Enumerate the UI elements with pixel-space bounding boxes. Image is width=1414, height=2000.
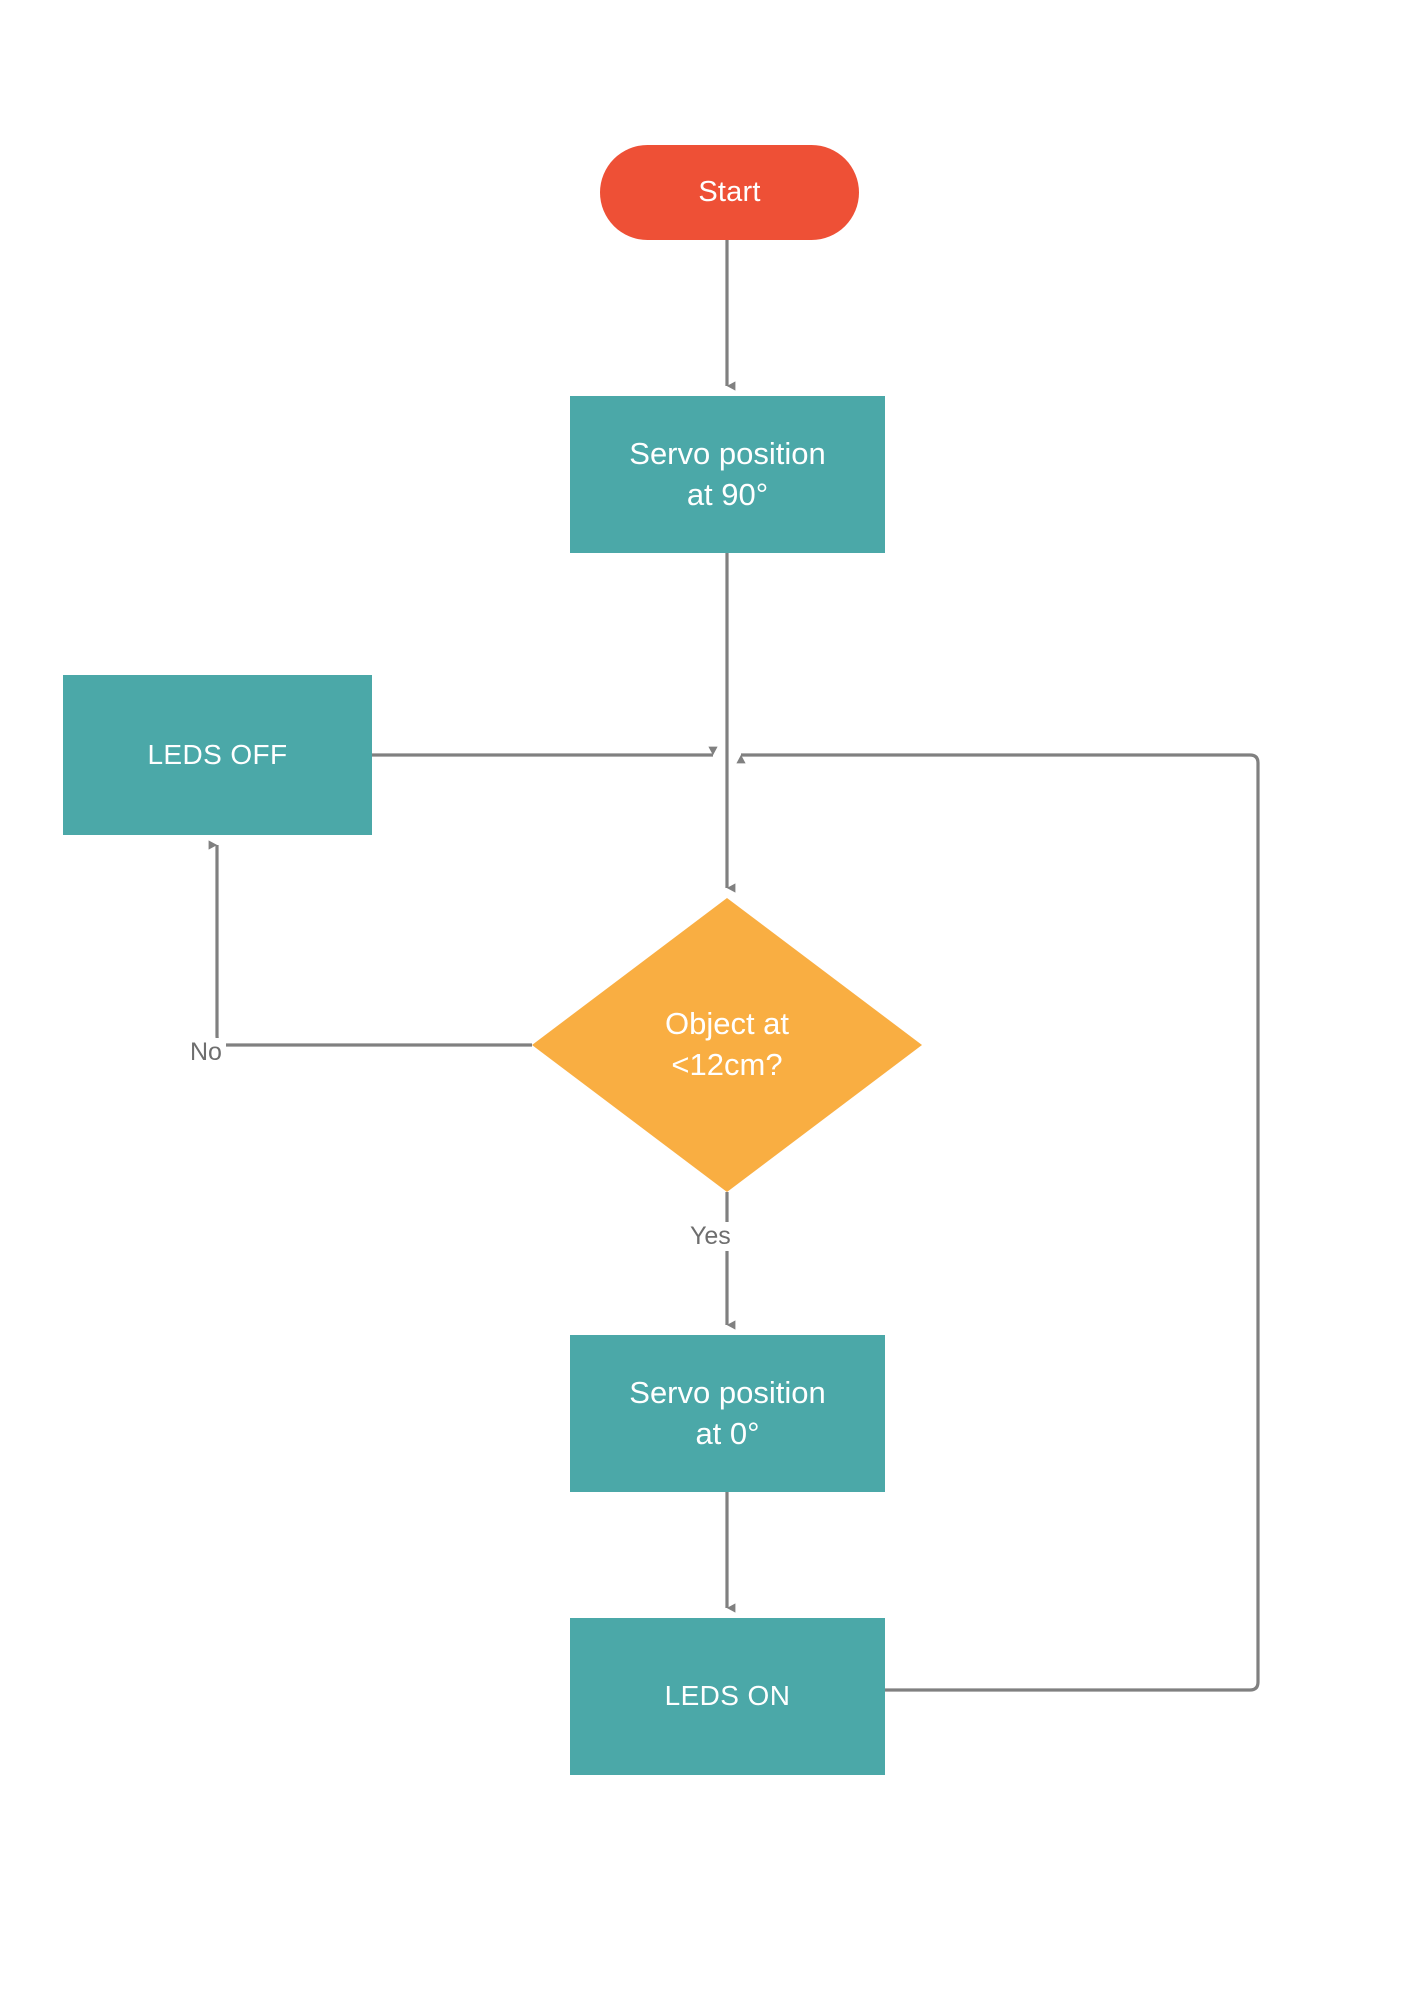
node-servo-position-90[interactable]: Servo position at 90° — [570, 396, 885, 553]
edge-decision-no-to-ledsoff — [208, 840, 532, 1047]
node-decision-object-distance[interactable]: Object at <12cm? — [532, 898, 922, 1192]
node-start[interactable]: Start — [600, 145, 859, 240]
edge-label-no: No — [186, 1038, 226, 1067]
edge-label-yes: Yes — [686, 1222, 735, 1251]
node-decision-label: Object at <12cm? — [664, 1006, 790, 1082]
node-servo-position-0[interactable]: Servo position at 0° — [570, 1335, 885, 1492]
node-leds-off[interactable]: LEDS OFF — [63, 675, 372, 835]
node-leds-on[interactable]: LEDS ON — [570, 1618, 885, 1775]
edge-ledson-to-junction — [736, 753, 1260, 1692]
